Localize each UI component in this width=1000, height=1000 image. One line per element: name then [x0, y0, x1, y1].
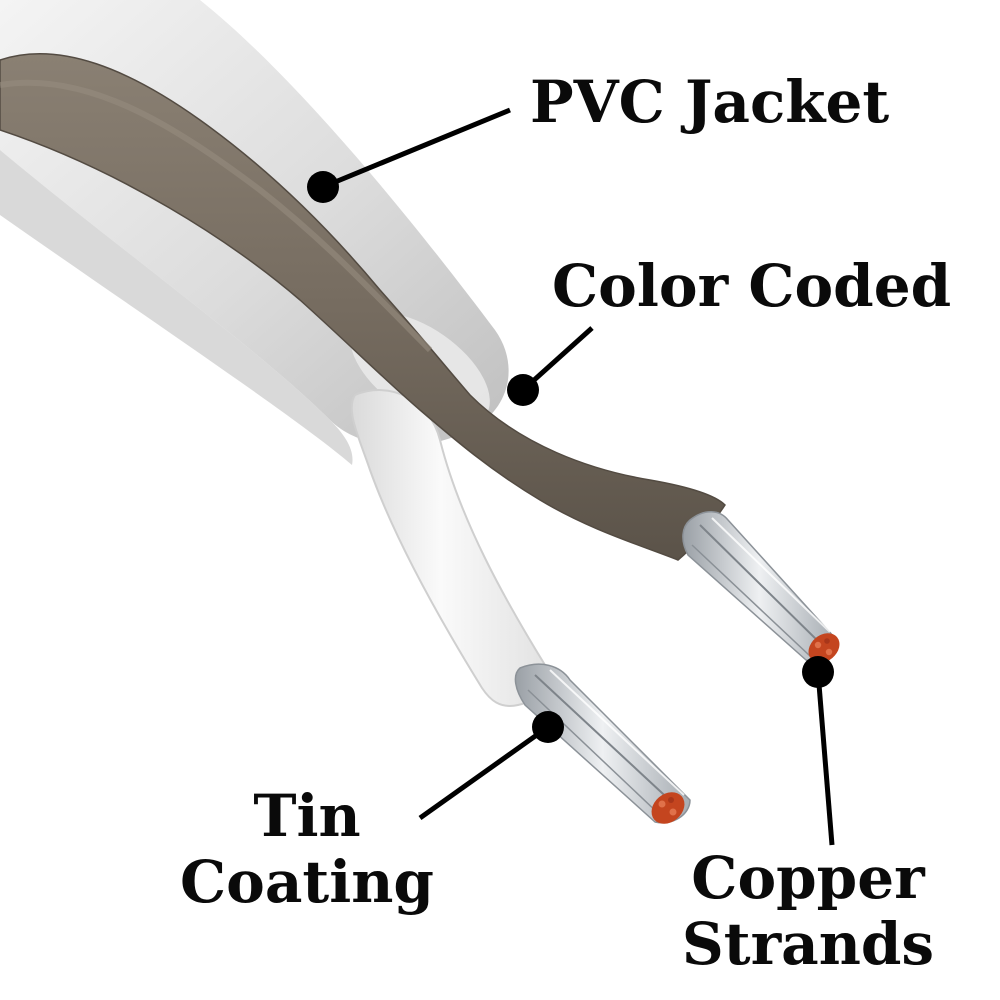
- label-tin-coating-line2: Coating: [180, 848, 434, 916]
- callout-dot: [532, 711, 564, 743]
- leader-line: [815, 671, 835, 846]
- copper-core-brown: [808, 633, 840, 663]
- tin-strands-white: [514, 663, 691, 824]
- copper-core-white: [651, 792, 685, 824]
- callout-pvc-jacket: [307, 107, 511, 203]
- label-color-coded: Color Coded: [552, 252, 951, 320]
- callout-dot: [802, 656, 834, 688]
- label-pvc-jacket: PVC Jacket: [530, 68, 889, 136]
- white-conductor: [350, 389, 550, 707]
- callout-dot: [507, 374, 539, 406]
- leader-line: [322, 107, 511, 190]
- callout-tin-coating: [418, 711, 564, 821]
- callout-dot: [307, 171, 339, 203]
- brown-conductor: [0, 53, 726, 561]
- label-tin-coating-line1: Tin: [253, 782, 360, 850]
- label-copper-strands-line1: Copper: [691, 844, 926, 912]
- tin-strands-brown: [682, 511, 837, 662]
- leader-line: [418, 724, 550, 821]
- callout-copper-strands: [802, 656, 835, 846]
- label-copper-strands-line2: Strands: [682, 910, 934, 978]
- callout-color-coded: [507, 326, 594, 406]
